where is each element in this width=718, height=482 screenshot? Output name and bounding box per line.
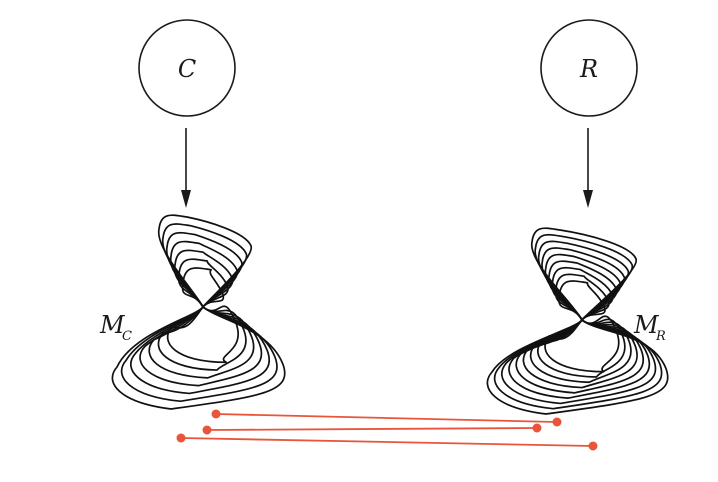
link-2 [202, 423, 542, 435]
manifold-mc [111, 214, 286, 410]
node-c: C [138, 19, 236, 117]
node-c-circle [138, 19, 236, 117]
node-r-label: R [579, 55, 598, 83]
manifold-left-loop-7 [111, 214, 286, 410]
link-2-line [206, 427, 538, 431]
link-3-dot-right [588, 441, 598, 451]
node-r-circle [540, 19, 638, 117]
link-3-dot-left [176, 433, 186, 443]
link-3 [176, 433, 598, 451]
link-3-line [180, 437, 594, 447]
manifold-right-loop-9 [486, 227, 669, 415]
manifold-left-loop-3 [148, 249, 255, 379]
manifold-mr-label-main: M [633, 311, 660, 339]
manifold-mr-label-sub: R [655, 329, 666, 344]
arrow-r-to-mr [583, 128, 593, 208]
manifold-mc-label-sub: C [122, 329, 132, 344]
manifold-mc-label: M C [99, 311, 132, 344]
node-r: R [540, 19, 638, 117]
arrow-r-head [583, 190, 593, 208]
link-2-dot-right [532, 423, 542, 433]
link-1-dot-left [211, 409, 221, 419]
correspondence-links [176, 409, 598, 451]
link-1-dot-right [552, 417, 562, 427]
arrow-c-head [181, 190, 191, 208]
manifold-mr [486, 227, 669, 415]
link-1 [211, 409, 562, 427]
link-1-line [215, 413, 558, 423]
manifold-mr-label: M R [633, 311, 666, 344]
link-2-dot-left [202, 425, 212, 435]
arrow-c-to-mc [181, 128, 191, 208]
node-c-label: C [178, 55, 196, 83]
manifold-mc-label-main: M [99, 311, 126, 339]
